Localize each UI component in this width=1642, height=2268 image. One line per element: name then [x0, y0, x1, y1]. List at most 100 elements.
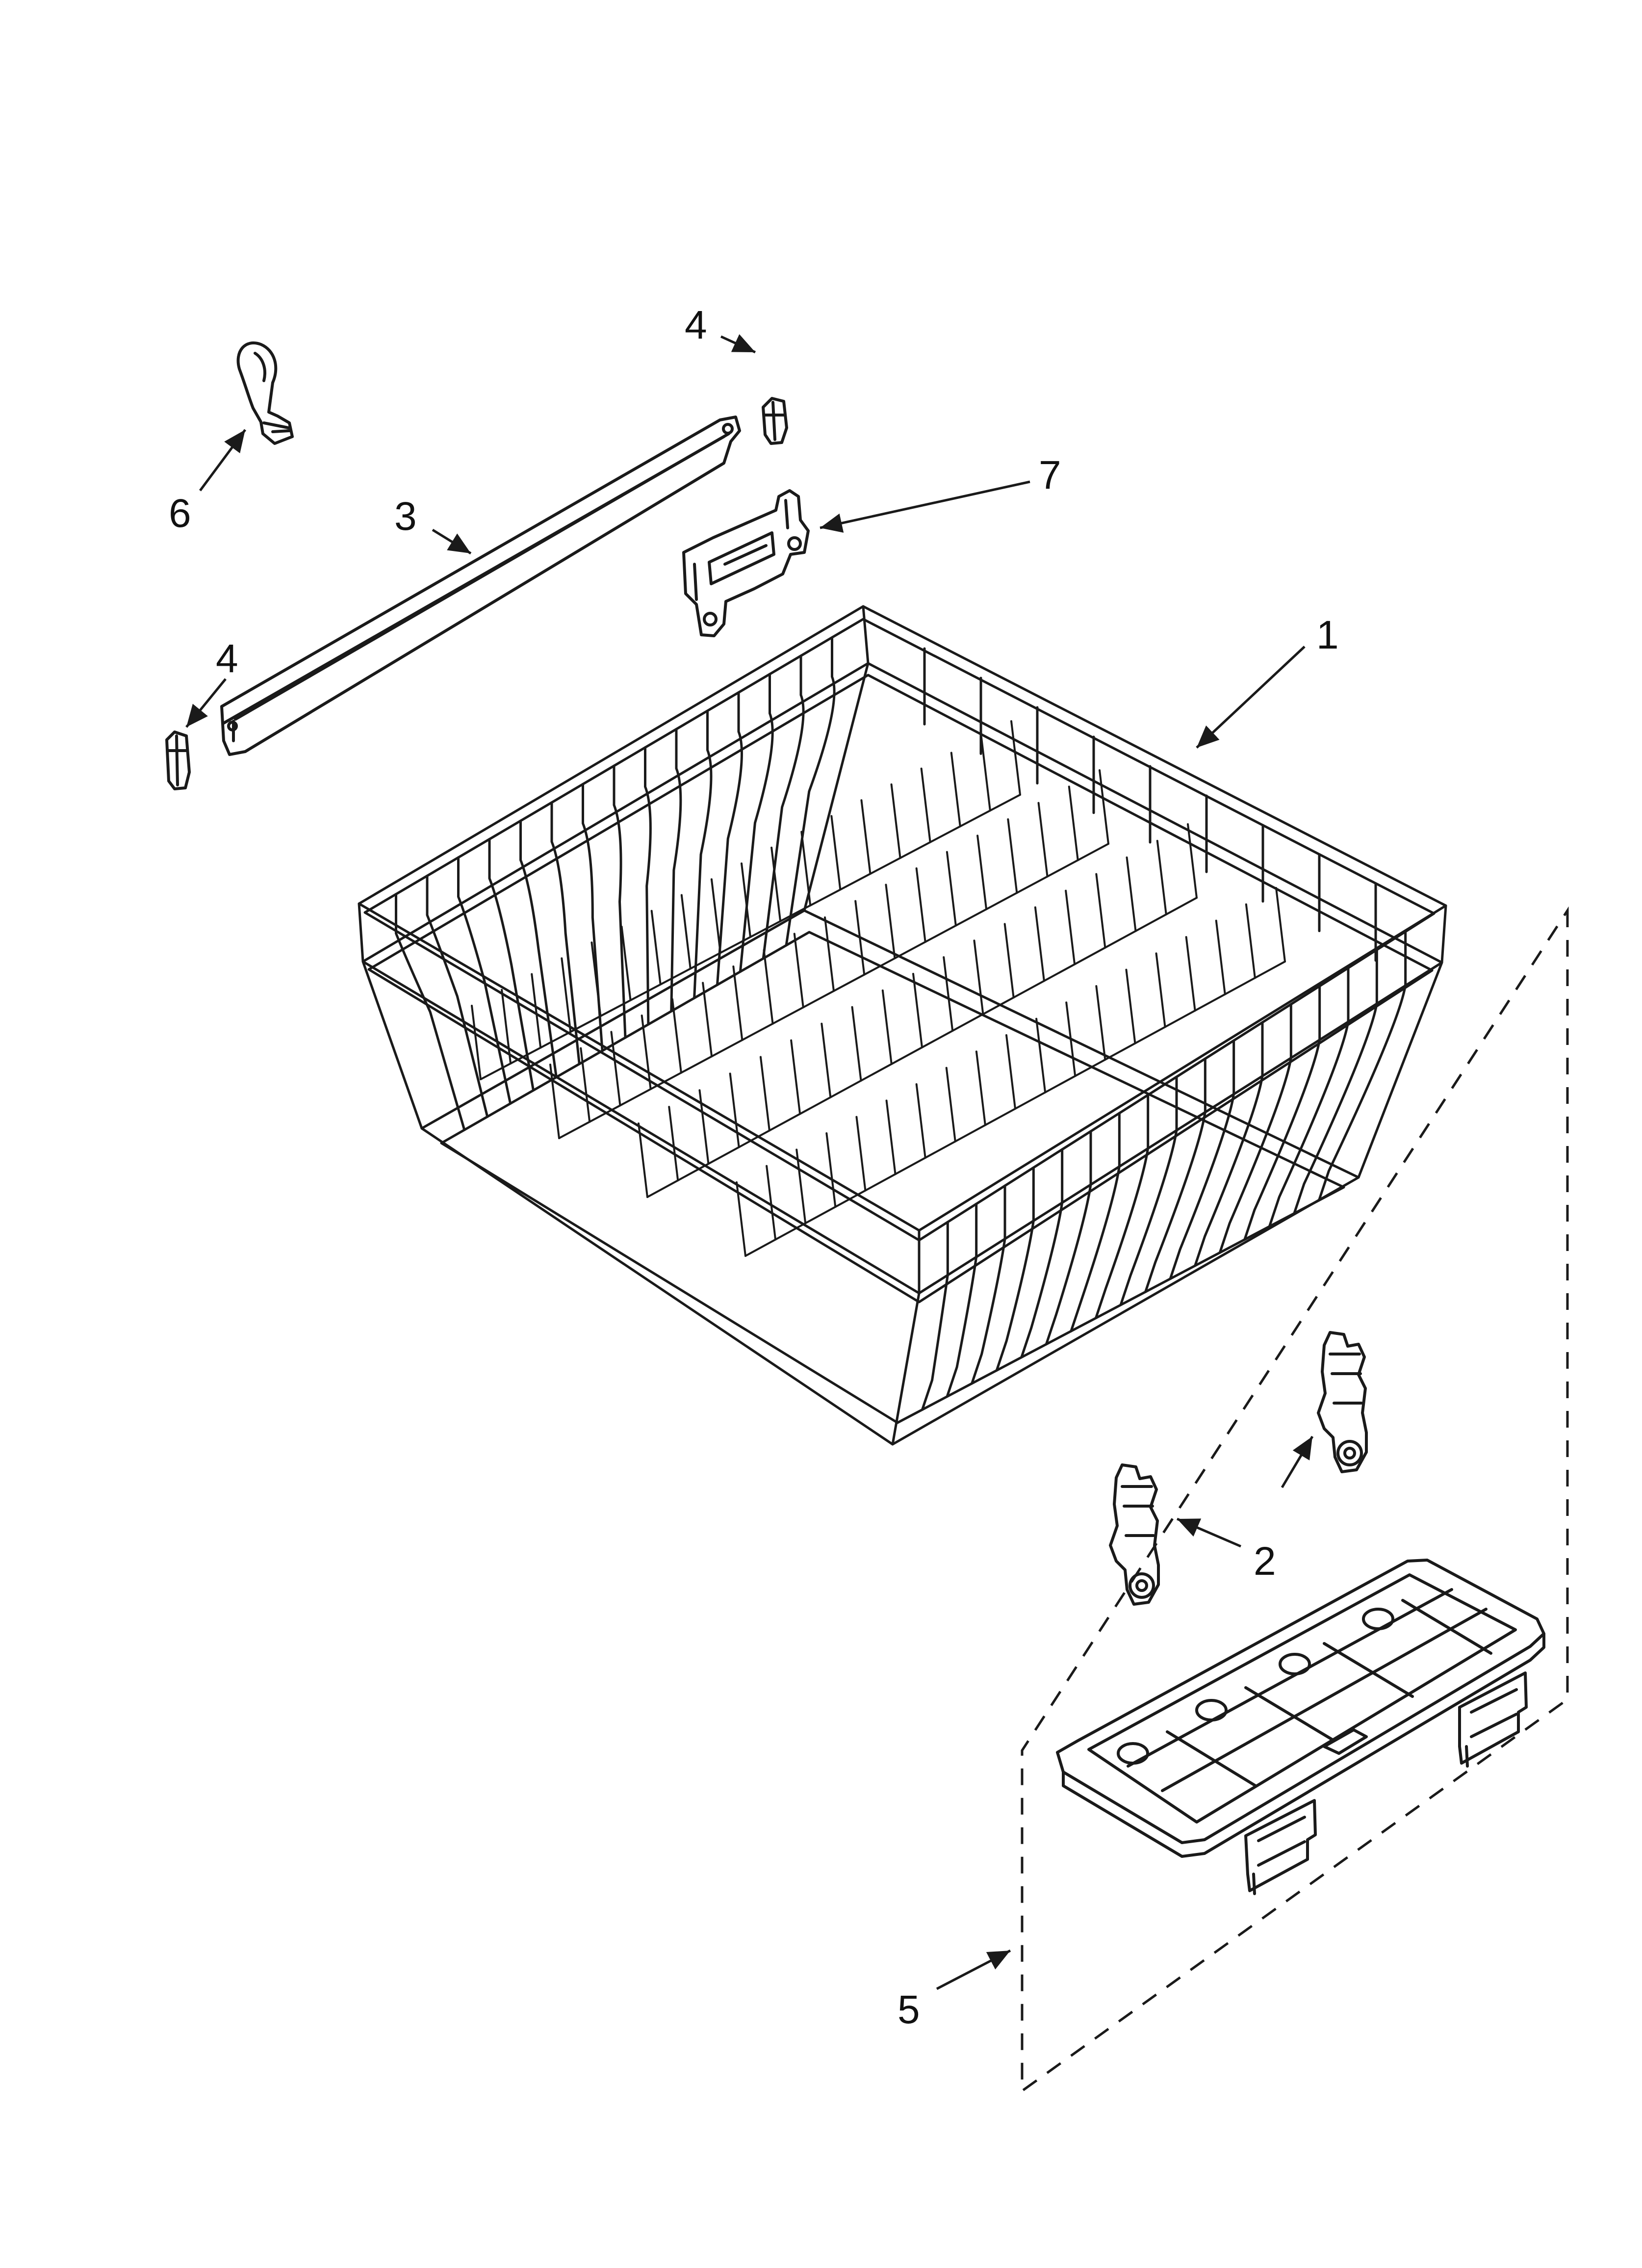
rack-tine [736, 1181, 746, 1257]
rack-tine [1095, 985, 1106, 1061]
rack-wire [739, 673, 774, 973]
rack-wire [693, 709, 713, 999]
rack-wire [1169, 1039, 1235, 1280]
rack-wire [1045, 1130, 1092, 1346]
rack-tine [729, 1072, 740, 1148]
callout-6: 6 [169, 491, 191, 536]
rack-tine [1099, 769, 1109, 845]
rack-tine [1187, 823, 1198, 899]
rack-tine [1215, 919, 1226, 995]
leader-lines [185, 334, 1314, 1990]
rack-tine [501, 989, 512, 1065]
rack-tine [668, 1106, 679, 1182]
rack-tine [976, 834, 988, 911]
rack-tine [795, 1148, 807, 1225]
rack-tine [1035, 1017, 1047, 1094]
rack-tine [702, 982, 713, 1058]
rack-tine [641, 1015, 652, 1090]
shelf-clip-right [1458, 1671, 1528, 1768]
rack-tine [1005, 1034, 1016, 1110]
rack-wire [716, 691, 743, 986]
rack-wire [971, 1184, 1006, 1385]
rack-tine [830, 815, 842, 891]
rack-wire [426, 874, 489, 1118]
rack-side-wires [395, 636, 1407, 1411]
rack-wire [1020, 1148, 1064, 1359]
rack-tine [531, 973, 542, 1049]
rack-wire [1194, 1021, 1264, 1267]
rack-tine [650, 910, 662, 986]
rack-tine [1010, 720, 1021, 796]
callout-3: 3 [394, 494, 417, 539]
rack-tine [980, 736, 991, 812]
rack-tine [885, 1099, 897, 1175]
rack-tine [471, 1005, 482, 1080]
rack-tine [1095, 873, 1106, 949]
rack-wire [670, 728, 682, 1013]
rack-tine [1034, 906, 1045, 982]
rack-wire [1144, 1057, 1206, 1293]
rack-wire [395, 893, 466, 1131]
callout-4-top: 4 [685, 303, 707, 347]
rack-wire [582, 782, 604, 1052]
rack-tine [1037, 802, 1049, 878]
rack-wire [1243, 985, 1321, 1241]
rack-tine [620, 925, 632, 1001]
rack-wire [457, 856, 512, 1105]
rack-wire [1070, 1112, 1121, 1332]
bracket-part [682, 489, 810, 637]
rack-tine [763, 949, 774, 1025]
rack-wire [1119, 1075, 1178, 1306]
rack-wire [519, 819, 558, 1079]
rack-tine [885, 884, 896, 960]
rack-tine [855, 1116, 867, 1192]
rack-tine [610, 1031, 621, 1107]
rack-wire [644, 746, 652, 1026]
rack-tine [766, 1165, 777, 1241]
rack-tine [580, 1047, 591, 1123]
rack-tine [1185, 936, 1196, 1012]
rack-tine [890, 783, 901, 859]
upper-rack-part [358, 605, 1447, 1446]
shelf-part [1056, 1559, 1545, 1858]
rack-tine [975, 1050, 986, 1126]
adjuster-left-part [1109, 1463, 1160, 1606]
rack-tine [851, 1006, 862, 1082]
rack-wire [1293, 948, 1378, 1215]
rack-tine [1155, 952, 1166, 1028]
rack-tine [945, 1067, 956, 1143]
stop-left-part [165, 730, 191, 790]
adjuster-right-part [1317, 1331, 1368, 1473]
rack-tine [671, 998, 682, 1074]
rack-tine [920, 767, 931, 843]
rack-wire [785, 636, 836, 947]
rack-tine [1156, 839, 1167, 915]
rack-tine [912, 973, 923, 1048]
rack-tine [698, 1089, 710, 1165]
callout-7: 7 [1039, 453, 1061, 497]
rack-wire [613, 764, 627, 1039]
rack-tine [915, 1083, 926, 1159]
rack-tine [854, 900, 866, 976]
rack-tine [680, 894, 692, 970]
rack-tine [710, 878, 721, 954]
rack-wire [1268, 966, 1350, 1228]
rack-tine [790, 1039, 801, 1115]
rack-wire [1218, 1003, 1292, 1254]
callout-1: 1 [1316, 613, 1339, 657]
rack-tine [1068, 785, 1079, 861]
rack-tine [741, 862, 751, 938]
rack-tine [759, 1056, 770, 1132]
rack-tine [1007, 818, 1018, 894]
rack-tine [1125, 968, 1136, 1044]
rack-wire [488, 838, 535, 1092]
rack-wire [1094, 1094, 1150, 1320]
callout-5: 5 [898, 1987, 920, 2032]
stop-top-part [762, 397, 788, 445]
rack-tine [549, 1064, 560, 1139]
rack-tine [638, 1122, 648, 1198]
callout-4-left: 4 [216, 636, 238, 681]
rack-tine [770, 846, 782, 922]
rack-tine [1275, 887, 1286, 963]
